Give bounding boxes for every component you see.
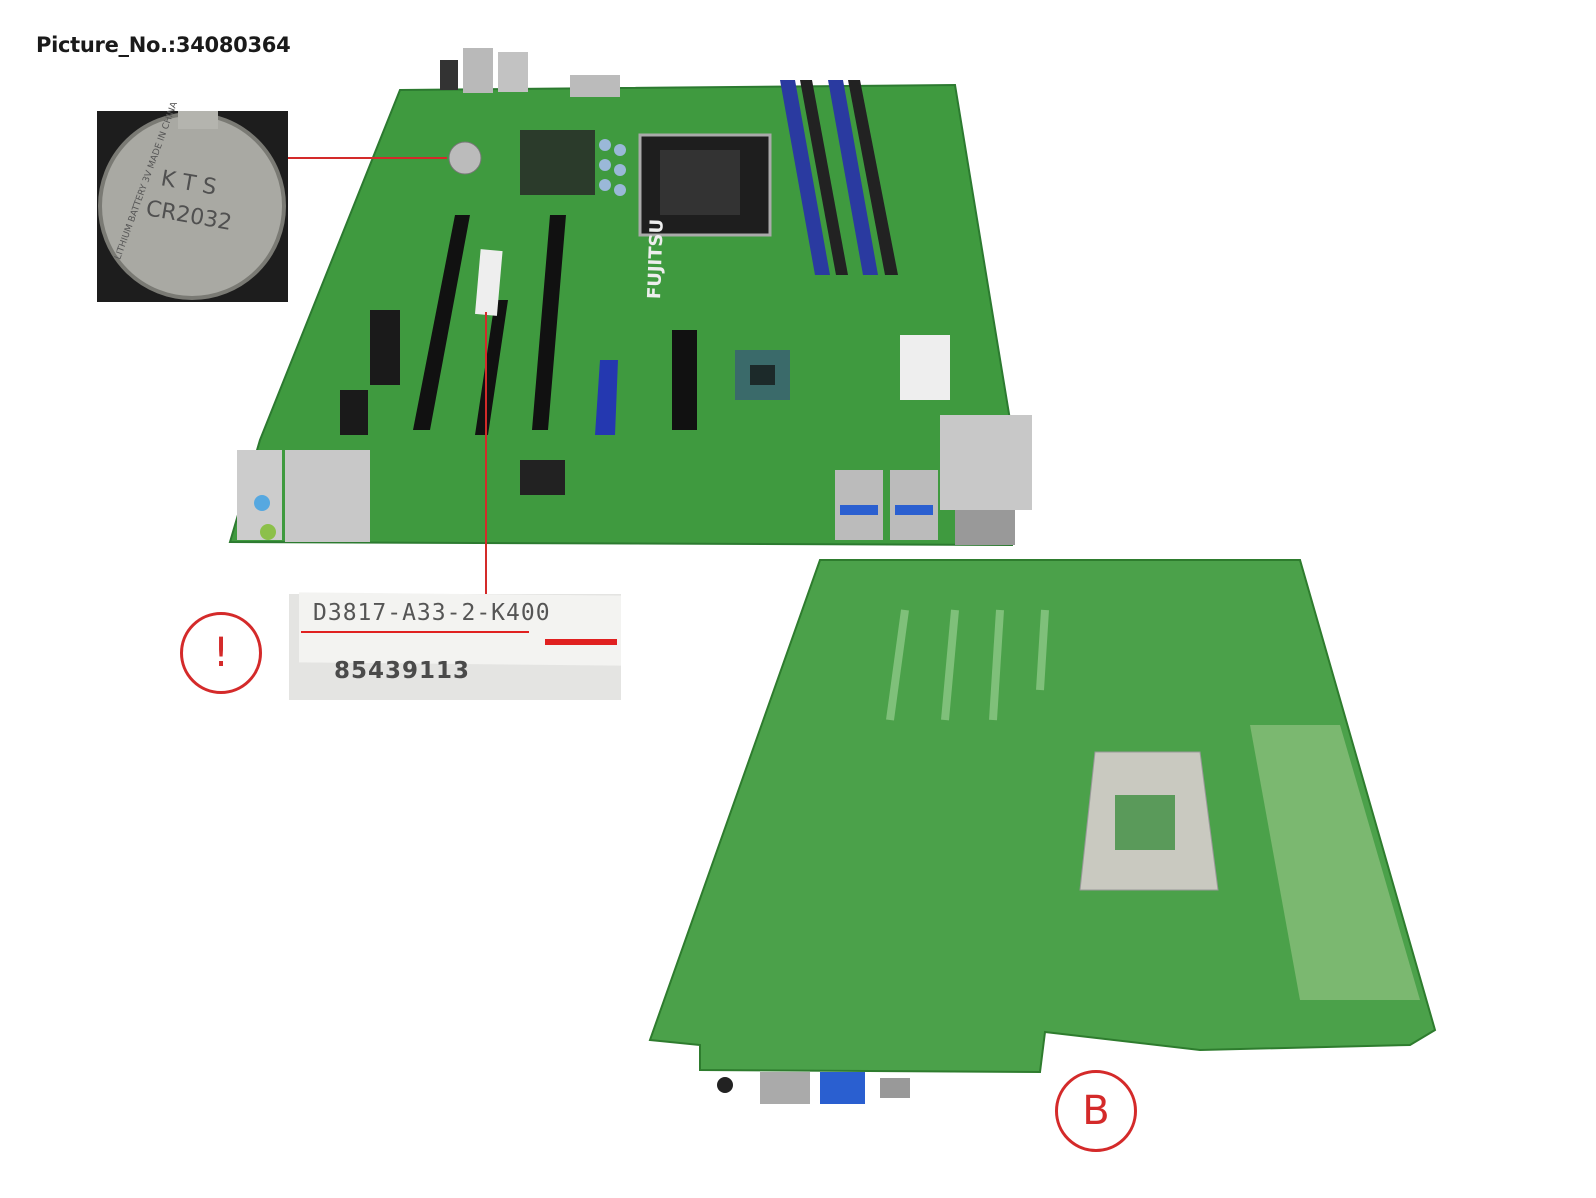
board-brand: FUJITSU: [644, 219, 668, 300]
view-b-callout: B: [1055, 1070, 1137, 1152]
serial-number: 85439113: [334, 658, 471, 684]
part-label-closeup: D3817-A33-2-K400 85439113: [289, 592, 621, 700]
warning-callout: !: [180, 612, 262, 694]
battery-inset: K T S CR2032 LITHIUM BATTERY 3V MADE IN …: [97, 100, 288, 302]
part-number: D3817-A33-2-K400: [313, 600, 551, 626]
motherboard-back: [648, 559, 1437, 1104]
underline-revision: [545, 639, 617, 645]
ram-slots: [780, 80, 898, 275]
underline-part: [301, 631, 529, 633]
picture-number: Picture_No.:34080364: [36, 33, 291, 57]
motherboard-front: FUJITSU: [228, 48, 1032, 547]
